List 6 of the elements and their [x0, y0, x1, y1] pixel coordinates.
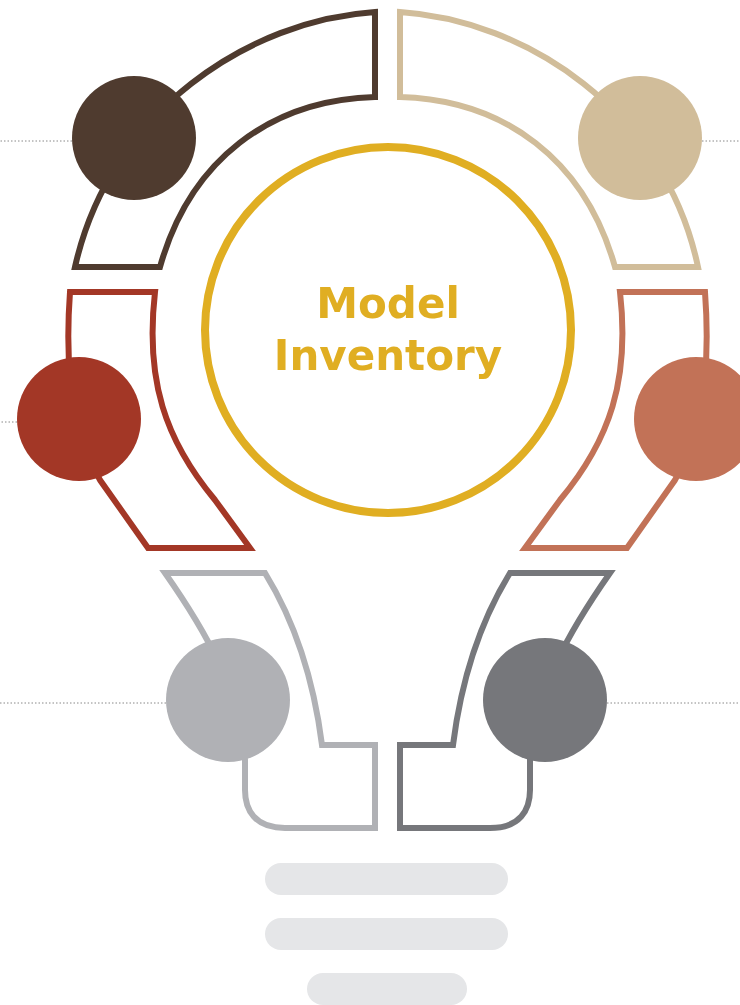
circle-title: Model Inventory [272, 277, 504, 382]
leader-line [606, 702, 740, 704]
leader-line [701, 140, 740, 142]
leader-line [0, 421, 18, 423]
leader-line [0, 702, 167, 704]
leader-line [0, 140, 73, 142]
